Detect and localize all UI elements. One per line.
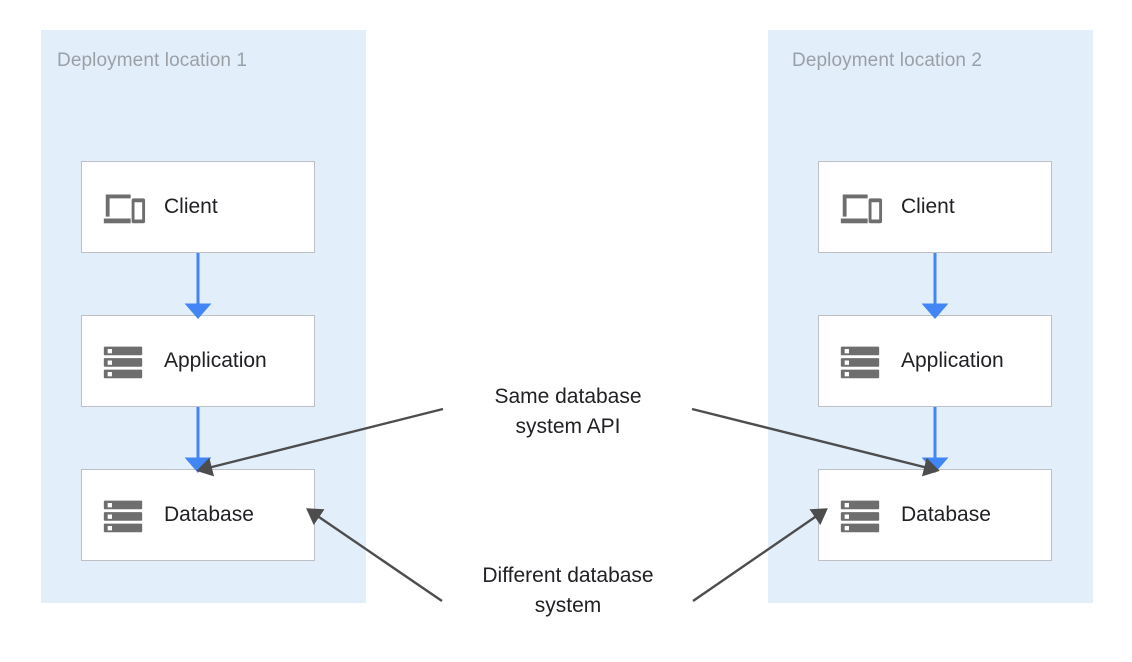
- node-label-application-1: Application: [164, 349, 267, 372]
- node-label-application-2: Application: [901, 349, 1004, 372]
- node-label-database-1: Database: [164, 503, 254, 526]
- node-client-1[interactable]: Client: [81, 161, 315, 253]
- node-database-1[interactable]: Database: [81, 469, 315, 561]
- server-icon: [837, 338, 883, 384]
- server-icon: [100, 338, 146, 384]
- annotation-different-database-system: Different database system: [482, 564, 654, 617]
- node-application-2[interactable]: Application: [818, 315, 1052, 407]
- node-application-1[interactable]: Application: [81, 315, 315, 407]
- node-label-database-2: Database: [901, 503, 991, 526]
- zone-title-deployment-location-1: Deployment location 1: [57, 50, 248, 71]
- node-client-2[interactable]: Client: [818, 161, 1052, 253]
- node-label-client-2: Client: [901, 195, 955, 218]
- zone-title-deployment-location-2: Deployment location 2: [792, 50, 983, 71]
- server-icon: [837, 492, 883, 538]
- node-label-client-1: Client: [164, 195, 218, 218]
- annotation-same-database-system-api: Same database system API: [494, 385, 642, 438]
- devices-icon: [837, 184, 883, 230]
- server-icon: [100, 492, 146, 538]
- devices-icon: [100, 184, 146, 230]
- node-database-2[interactable]: Database: [818, 469, 1052, 561]
